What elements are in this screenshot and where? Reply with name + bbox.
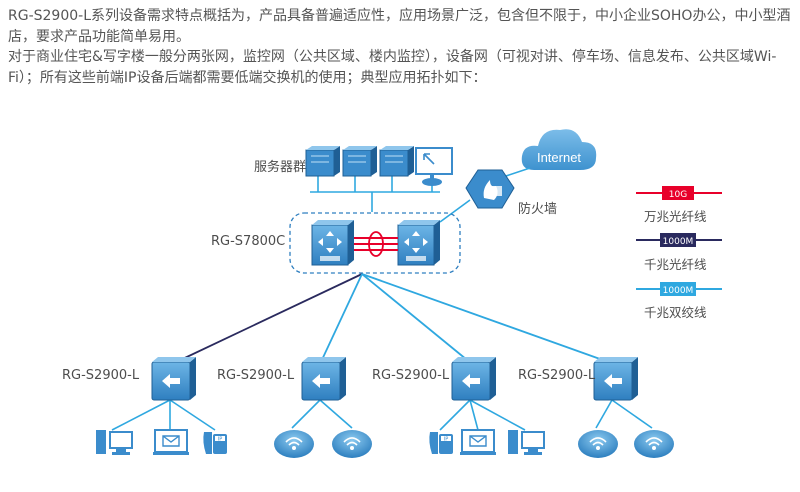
access-switch-icon [301, 357, 346, 401]
core-10g-links [354, 231, 398, 257]
intro-paragraph-1: RG-S2900-L系列设备需求特点概括为，产品具备普遍适应性，应用场景广泛，包… [8, 8, 791, 45]
legend-badge: 10G [669, 190, 687, 200]
server-icon [379, 146, 414, 177]
legend-item-10g: 10G [636, 186, 722, 200]
ip-phone-icon: IP [203, 432, 227, 454]
access-links [111, 399, 653, 431]
link-core-to-switch-3 [361, 273, 473, 365]
server-group-label: 服务器群 [254, 160, 307, 175]
wifi-ap-icon [332, 430, 372, 458]
ip-phone-icon: IP [429, 432, 453, 454]
legend: 10G 1000M 1000M [636, 186, 722, 296]
legend-text: 万兆光纤线 [644, 209, 707, 224]
legend-text: 千兆双绞线 [644, 305, 707, 320]
wifi-ap-icon [274, 430, 314, 458]
link-core-to-switch-4 [361, 273, 615, 365]
wifi-ap-icon [578, 430, 618, 458]
legend-item-1000m-twisted: 1000M [636, 282, 722, 296]
server-icon [305, 146, 340, 177]
email-icon [153, 429, 189, 455]
core-switch-group-box [289, 212, 461, 274]
cloud-icon [521, 129, 597, 170]
access-switch-label: RG-S2900-L [62, 368, 140, 383]
server-group [305, 146, 453, 212]
legend-badge: 1000M [663, 237, 694, 247]
monitor-icon [415, 147, 453, 186]
pc-icon [96, 430, 133, 455]
access-switch-label: RG-S2900-L [217, 368, 295, 383]
legend-badge: 1000M [663, 286, 694, 296]
firewall-label: 防火墙 [518, 202, 558, 217]
access-switch-icon [593, 357, 638, 401]
core-switch-label: RG-S7800C [211, 234, 286, 249]
email-icon [460, 429, 496, 455]
ip-phone-badge: IP [444, 437, 449, 443]
internet-label: Internet [537, 150, 581, 165]
pc-icon [508, 430, 545, 455]
link-core-to-switch-1 [171, 273, 363, 365]
wifi-ap-icon [634, 430, 674, 458]
access-switch-label: RG-S2900-L [518, 368, 596, 383]
intro-text: RG-S2900-L系列设备需求特点概括为，产品具备普遍适应性，应用场景广泛，包… [8, 6, 796, 88]
access-switch-icon [151, 357, 196, 401]
ip-phone-badge: IP [218, 437, 223, 443]
intro-paragraph-2: 对于商业住宅&写字楼一般分两张网，监控网（公共区域、楼内监控），设备网（可视对讲… [8, 49, 777, 86]
link-core-to-switch-2 [319, 273, 363, 365]
access-switch-label: RG-S2900-L [372, 368, 450, 383]
access-switch-icon [451, 357, 496, 401]
core-switch-icon [311, 220, 354, 266]
uplink-links [171, 273, 615, 365]
legend-item-1000m-fiber: 1000M [636, 233, 722, 247]
firewall-icon [465, 169, 515, 209]
core-switch-icon [397, 220, 440, 266]
server-icon [342, 146, 377, 177]
legend-text: 千兆光纤线 [644, 257, 707, 272]
